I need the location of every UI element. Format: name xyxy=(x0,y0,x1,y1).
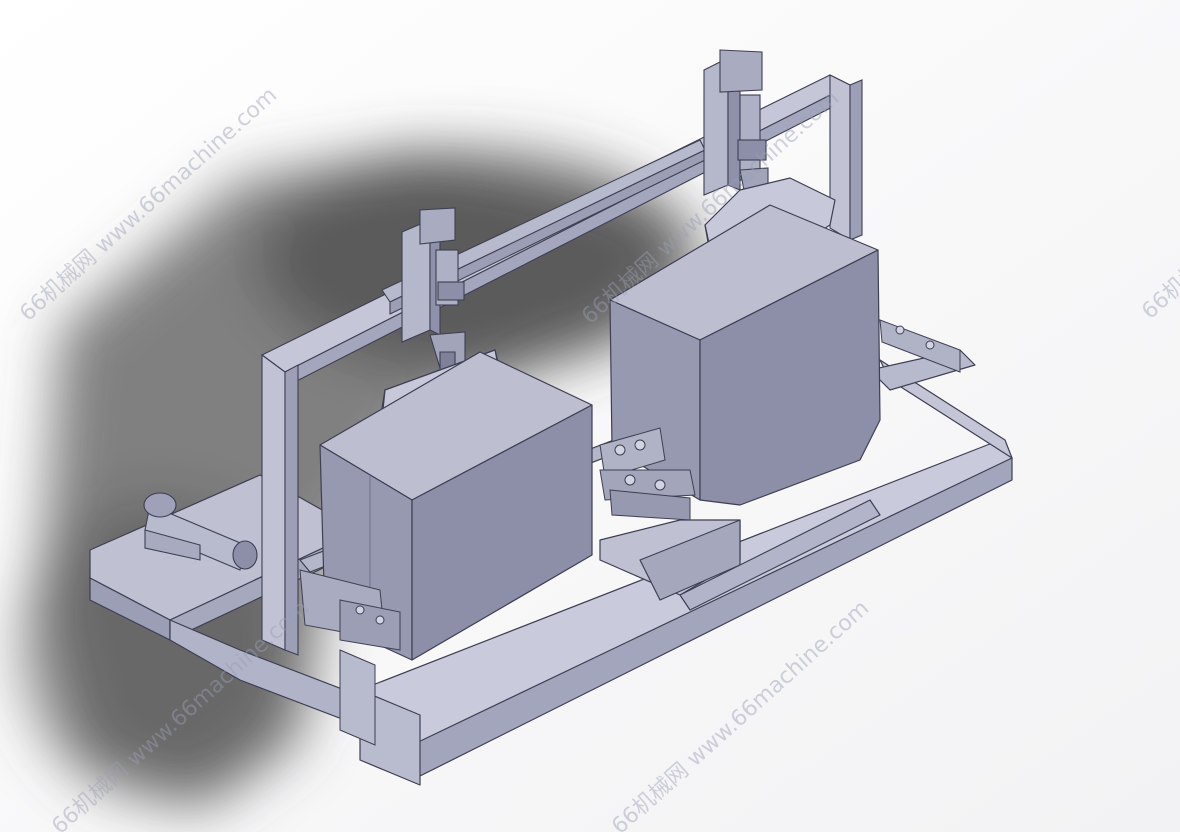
clamp-blocks xyxy=(299,319,961,746)
box-left xyxy=(319,349,593,661)
gripper-left xyxy=(401,207,466,373)
pneumatic-cylinder-left xyxy=(143,492,258,571)
gantry-post-left xyxy=(261,353,299,656)
